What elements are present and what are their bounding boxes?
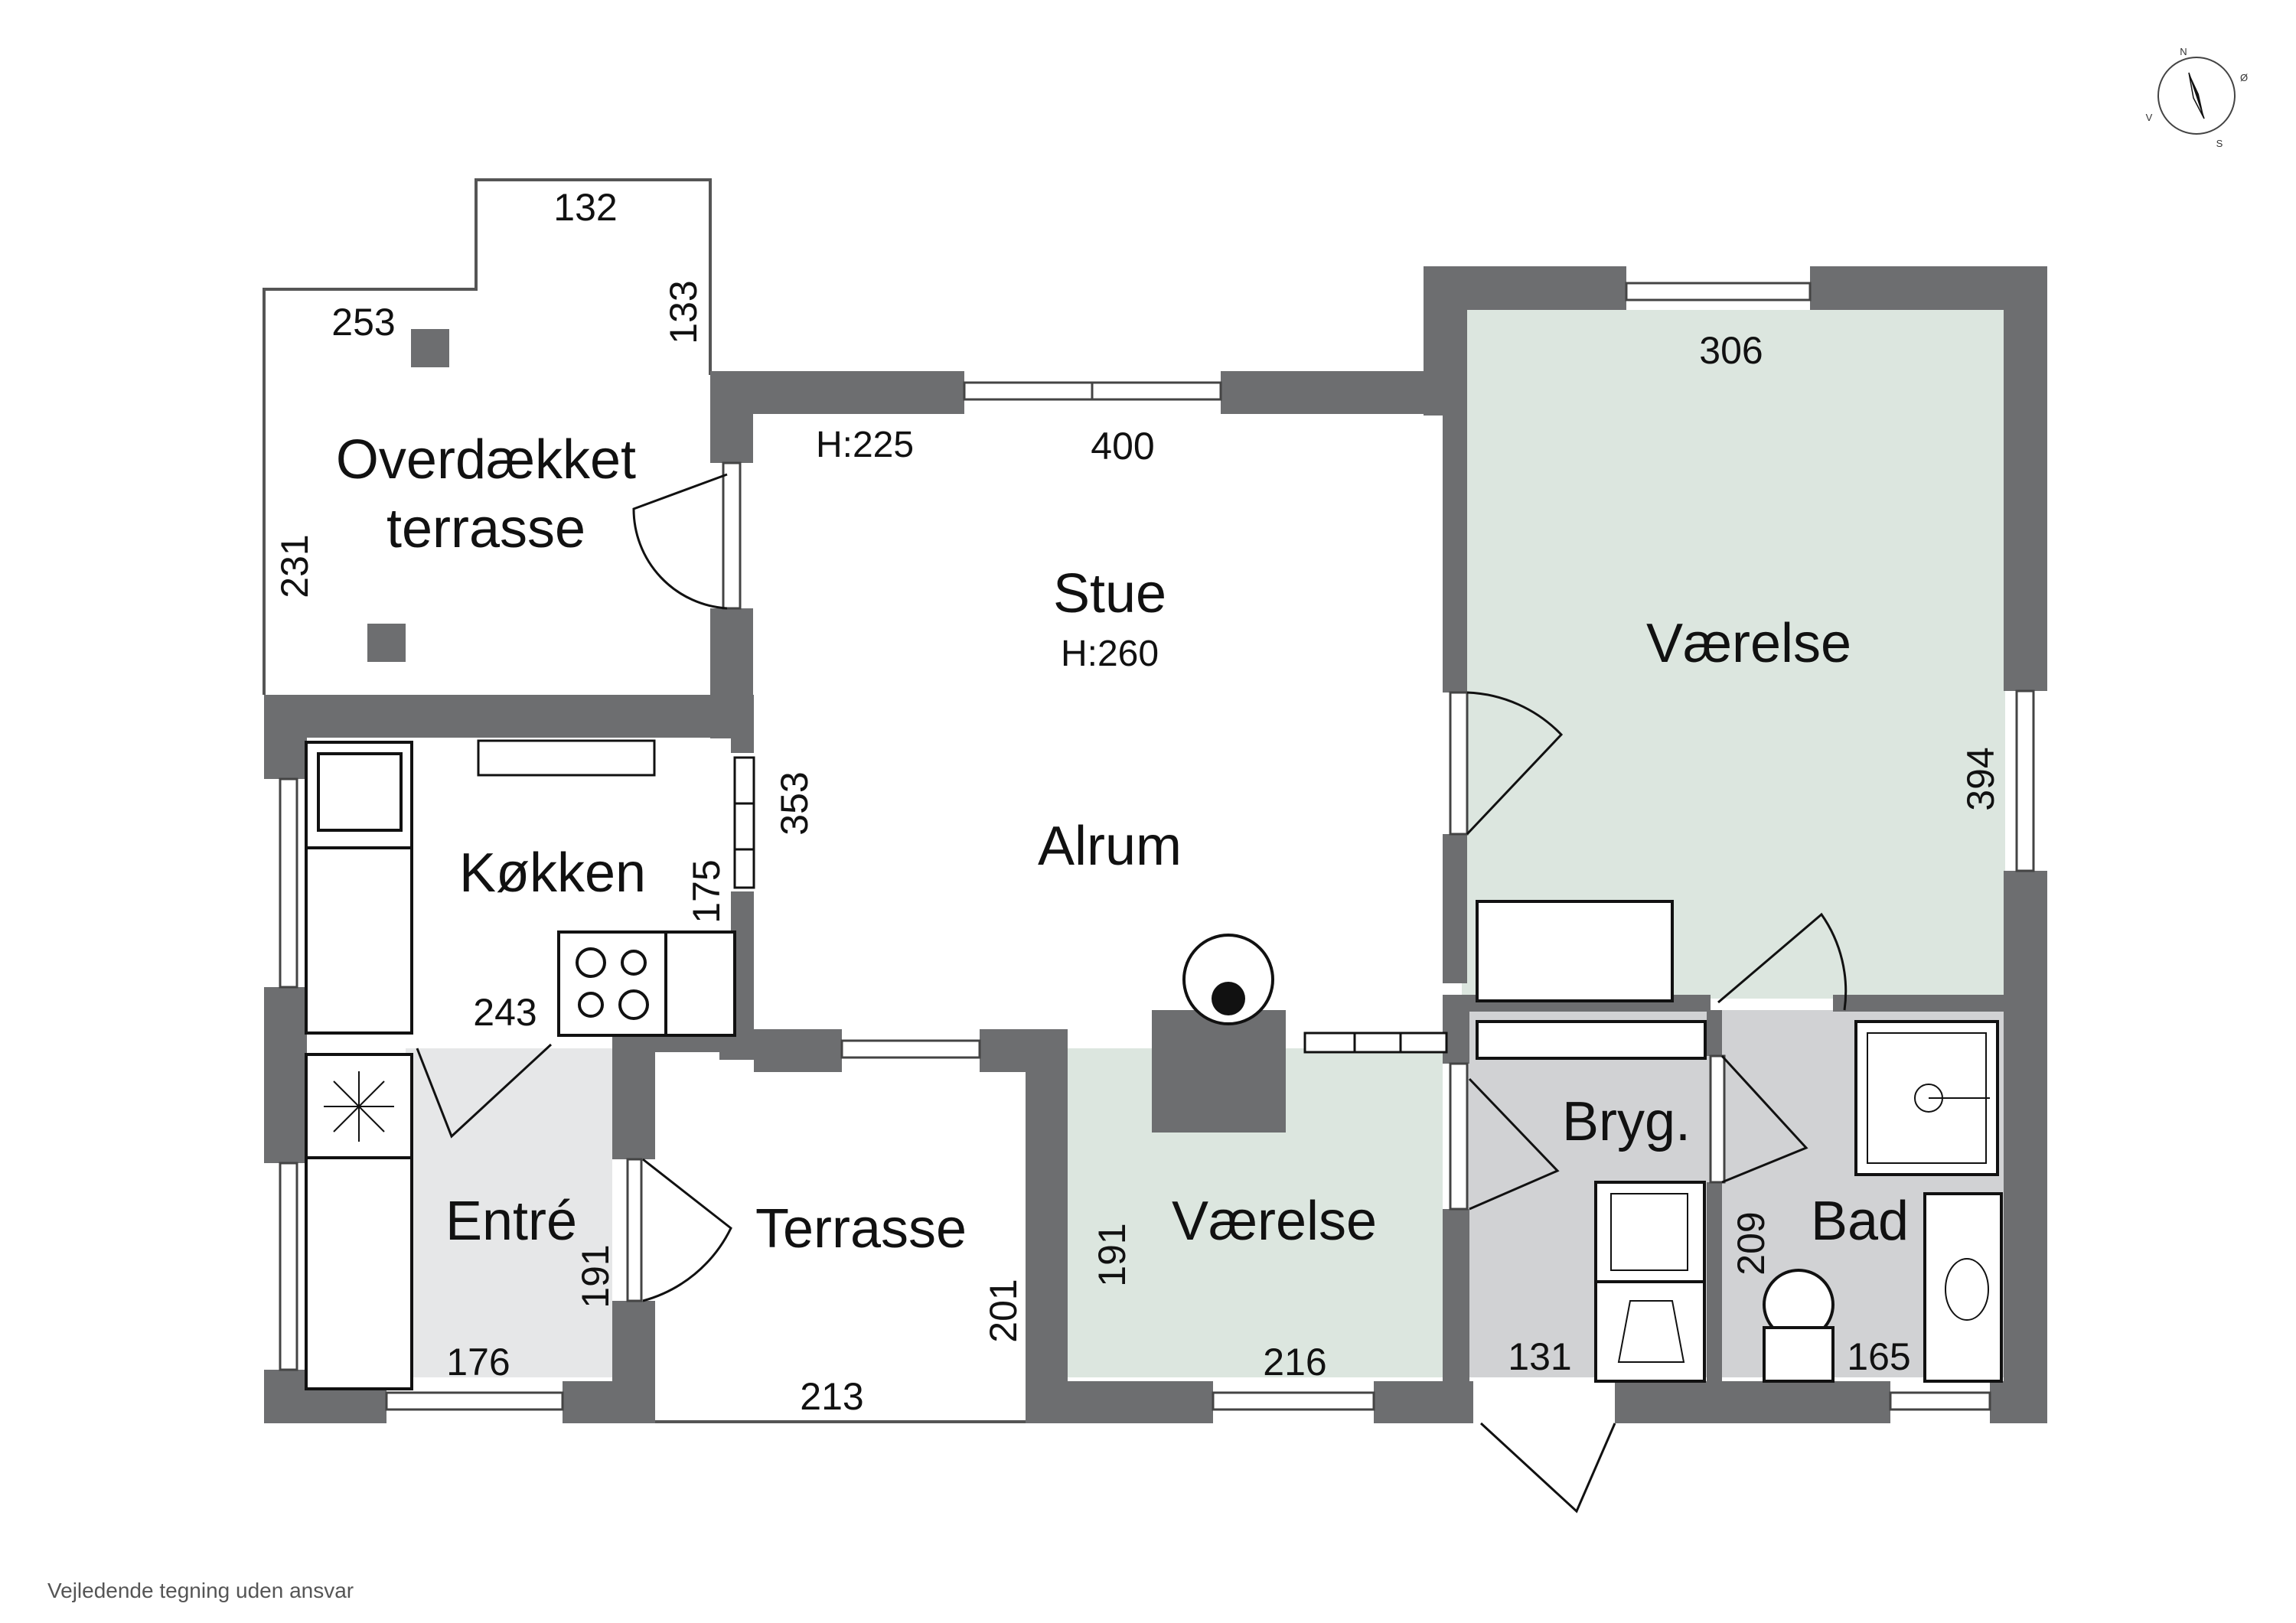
window	[1449, 1062, 1469, 1211]
window	[1449, 691, 1469, 836]
kitchen-hood	[477, 739, 656, 777]
label-terrasse-covered: terrasse	[386, 498, 585, 559]
dim-213: 213	[800, 1375, 863, 1418]
window	[840, 1039, 981, 1059]
chimney	[1152, 1010, 1286, 1133]
compass-o: Ø	[2240, 72, 2248, 83]
door-bad-side	[1720, 1054, 1808, 1184]
dim-253: 253	[331, 301, 395, 344]
windows	[279, 282, 2035, 1411]
dim-176: 176	[446, 1341, 510, 1383]
label-stue-window-height: H:225	[816, 425, 914, 465]
label-bad: Bad	[1811, 1191, 1909, 1252]
door-bottom	[1479, 1422, 1616, 1514]
dim-400: 400	[1091, 425, 1154, 468]
dim-209: 209	[1730, 1211, 1773, 1275]
dim-216: 216	[1263, 1341, 1326, 1383]
compass-v: V	[2146, 112, 2153, 123]
door-vaerelse-large	[1466, 691, 1564, 836]
fill-entre	[406, 1048, 612, 1377]
door-bad-top	[1717, 912, 1848, 1011]
window	[1889, 1391, 1991, 1411]
window	[385, 1391, 564, 1411]
terrace-post	[367, 624, 406, 662]
label-terrasse: Terrasse	[755, 1198, 967, 1260]
toilet-tank	[1763, 1326, 1835, 1383]
window	[1212, 1391, 1375, 1411]
fixtures	[305, 739, 2003, 1390]
dim-133: 133	[662, 280, 705, 344]
dim-306: 306	[1699, 329, 1763, 372]
dim-132: 132	[553, 186, 617, 229]
door-bryg	[1468, 1077, 1560, 1211]
label-alrum: Alrum	[1038, 816, 1182, 877]
disclaimer: Vejledende tegning uden ansvar	[47, 1579, 354, 1602]
dim-353: 353	[773, 771, 816, 835]
dim-131: 131	[1508, 1335, 1571, 1378]
compass-s: S	[2216, 138, 2223, 149]
window	[1709, 1054, 1726, 1184]
window	[279, 1162, 298, 1371]
fan-icon	[324, 1071, 394, 1142]
label-overdaekket: Overdækket	[336, 429, 636, 490]
terrace-post	[411, 329, 449, 367]
fireplace	[1182, 934, 1274, 1025]
label-bryg: Bryg.	[1562, 1091, 1691, 1152]
wardrobe	[1476, 900, 1674, 1002]
window	[279, 777, 298, 989]
kitchen-sink	[317, 752, 403, 832]
label-koekken: Køkken	[459, 842, 646, 904]
door-swings	[416, 473, 1848, 1514]
compass: N Ø S V	[2146, 46, 2248, 149]
dim-191-entre: 191	[574, 1244, 617, 1308]
window	[722, 461, 742, 610]
door-covered-terrace	[632, 473, 728, 610]
walls	[264, 266, 2047, 1423]
door-entre	[416, 1043, 553, 1139]
dim-191-vaerelse: 191	[1091, 1223, 1133, 1286]
window	[2015, 689, 2035, 872]
label-stue: Stue	[1053, 563, 1166, 624]
closet	[305, 1156, 413, 1390]
label-vaerelse-small: Værelse	[1172, 1191, 1377, 1252]
wardrobe	[1476, 1020, 1707, 1060]
stove	[557, 930, 736, 1037]
fill-vaerelse-large	[1462, 310, 2005, 999]
dim-175: 175	[685, 859, 728, 923]
dim-165: 165	[1847, 1335, 1910, 1378]
window	[1625, 282, 1812, 301]
dim-243: 243	[473, 991, 536, 1034]
dimension-labels: 132 253 133 231 400 306 394 353 175 243 …	[273, 186, 2002, 1418]
label-stue-height: H:260	[1061, 634, 1159, 674]
room-fills	[406, 310, 2005, 1377]
door-terrasse	[642, 1158, 732, 1302]
dim-201: 201	[982, 1279, 1025, 1342]
covered-terrace-outline	[263, 178, 712, 695]
label-entre: Entré	[445, 1191, 577, 1252]
compass-n: N	[2180, 46, 2187, 57]
dim-394: 394	[1959, 747, 2002, 810]
label-vaerelse-large: Værelse	[1646, 613, 1851, 674]
dim-231: 231	[273, 534, 316, 598]
window	[626, 1158, 643, 1302]
dashed-openings	[733, 756, 1448, 1054]
room-labels: Overdækket terrasse Stue H:260 H:225 Alr…	[336, 425, 1909, 1260]
